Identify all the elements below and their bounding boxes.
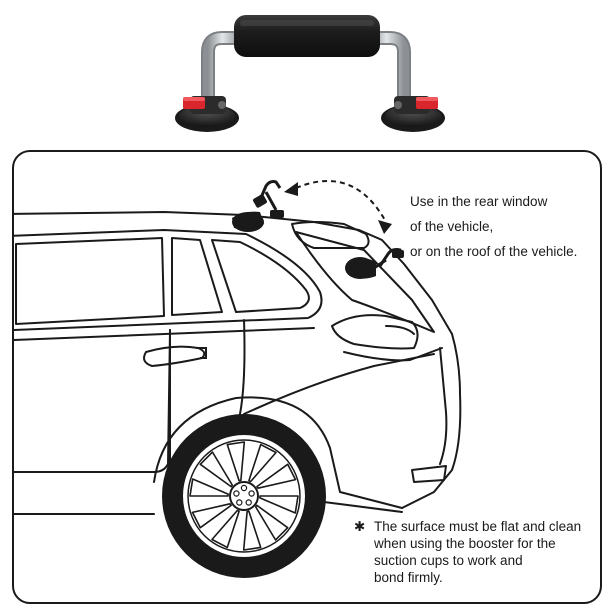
note-line-3: suction cups to work and [374,553,523,568]
wheel-spoke [242,510,262,551]
wheel-spoke [259,495,299,514]
dashed-curved-double-arrow-icon [284,180,392,234]
wheel-spoke [211,509,240,549]
window-suction-handle [345,248,404,279]
tail-light [331,314,419,350]
door-handle [143,345,207,368]
wheel-spoke [254,504,289,541]
roof-suction-handle [232,180,284,232]
caption-line-3: or on the roof of the vehicle. [410,244,578,259]
wheel [162,414,326,578]
wheel-spoke [226,441,246,482]
usage-illustration-panel: Use in the rear window of the vehicle, o… [12,150,602,604]
surface-note: ✱ The surface must be flat and clean whe… [354,518,596,586]
note-line-4: bond firmly. [374,570,443,585]
wheel-spoke [199,451,234,488]
wheel-spoke [191,503,232,529]
middle-window [171,237,223,316]
right-suction-cup [381,96,445,132]
wheel-spoke [189,478,229,497]
rear-reflector [411,465,447,483]
door-line [14,329,171,473]
suction-cup-handle-image [175,15,445,132]
wheel-spoke [248,443,277,483]
note-line-1: The surface must be flat and clean [374,519,582,534]
caption-line-1: Use in the rear window [410,194,548,209]
note-line-2: when using the booster for the [374,536,556,551]
rear-body [401,333,462,509]
left-suction-cup [175,96,239,132]
quarter-window [211,239,310,313]
rear-window [295,231,435,333]
car-illustration [14,180,462,578]
wheel-arch [153,396,403,509]
wheel-spoke [256,463,297,489]
front-window [15,237,165,325]
asterisk-icon: ✱ [354,519,366,534]
caption-line-2: of the vehicle, [410,219,494,234]
